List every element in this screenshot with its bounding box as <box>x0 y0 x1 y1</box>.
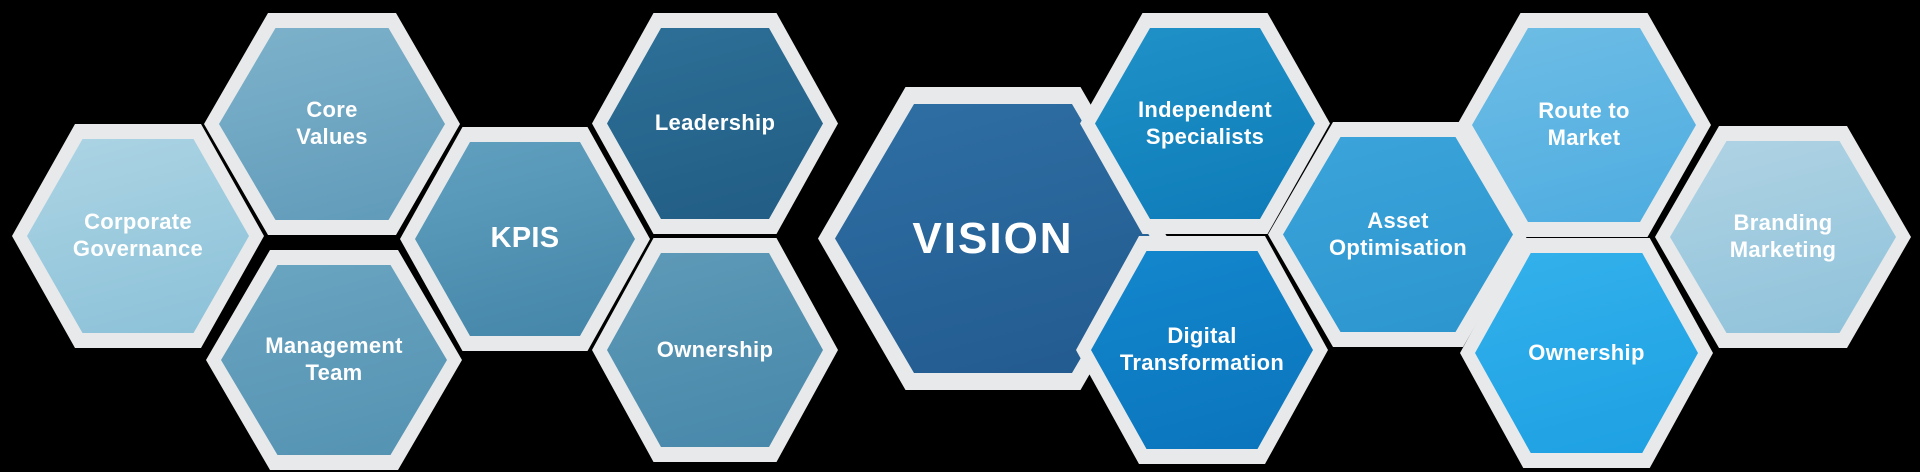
hexagon-label-digital-transformation: Digital Transformation <box>1119 323 1285 375</box>
hexagon-leadership: Leadership <box>592 13 838 234</box>
hexagon-fill <box>1472 28 1696 222</box>
hexagon-label-management-team: Management Team <box>265 333 403 385</box>
hexagon-route-to-market: Route to Market <box>1457 13 1711 237</box>
hexagon-ownership-right: Ownership <box>1460 238 1713 468</box>
hexagon-label-kpis: KPIS <box>490 222 560 255</box>
hexagon-branding-marketing: Branding Marketing <box>1655 126 1911 348</box>
hexagon-label-ownership-right: Ownership <box>1528 339 1645 365</box>
hexagon-independent-specialists: Independent Specialists <box>1080 13 1330 234</box>
hexagon-label-leadership: Leadership <box>654 110 776 136</box>
hexagon-label-asset-optimisation: Asset Optimisation <box>1328 207 1468 260</box>
hexagon-label-core-values: Core Values <box>296 97 368 149</box>
hexagon-fill <box>1283 137 1513 332</box>
hexagon-kpis: KPIS <box>400 127 650 351</box>
hexagon-ownership-left: Ownership <box>592 238 838 462</box>
hexagon-label-independent-specialists: Independent Specialists <box>1137 96 1273 149</box>
hexagon-core-values: Core Values <box>204 13 460 235</box>
hexagon-management-team: Management Team <box>206 250 462 470</box>
hexagon-digital-transformation: Digital Transformation <box>1076 236 1328 464</box>
hexagon-label-ownership-left: Ownership <box>656 336 774 362</box>
hexagon-label-route-to-market: Route to Market <box>1538 98 1630 150</box>
hexagon-fill <box>607 253 823 447</box>
hexagon-fill <box>1091 251 1313 449</box>
hexagon-label-branding-marketing: Branding Marketing <box>1729 210 1837 262</box>
hexagon-corporate-governance: Corporate Governance <box>12 124 264 348</box>
hexagon-label-corporate-governance: Corporate Governance <box>72 209 204 261</box>
hexagon-label-vision: VISION <box>912 213 1074 263</box>
